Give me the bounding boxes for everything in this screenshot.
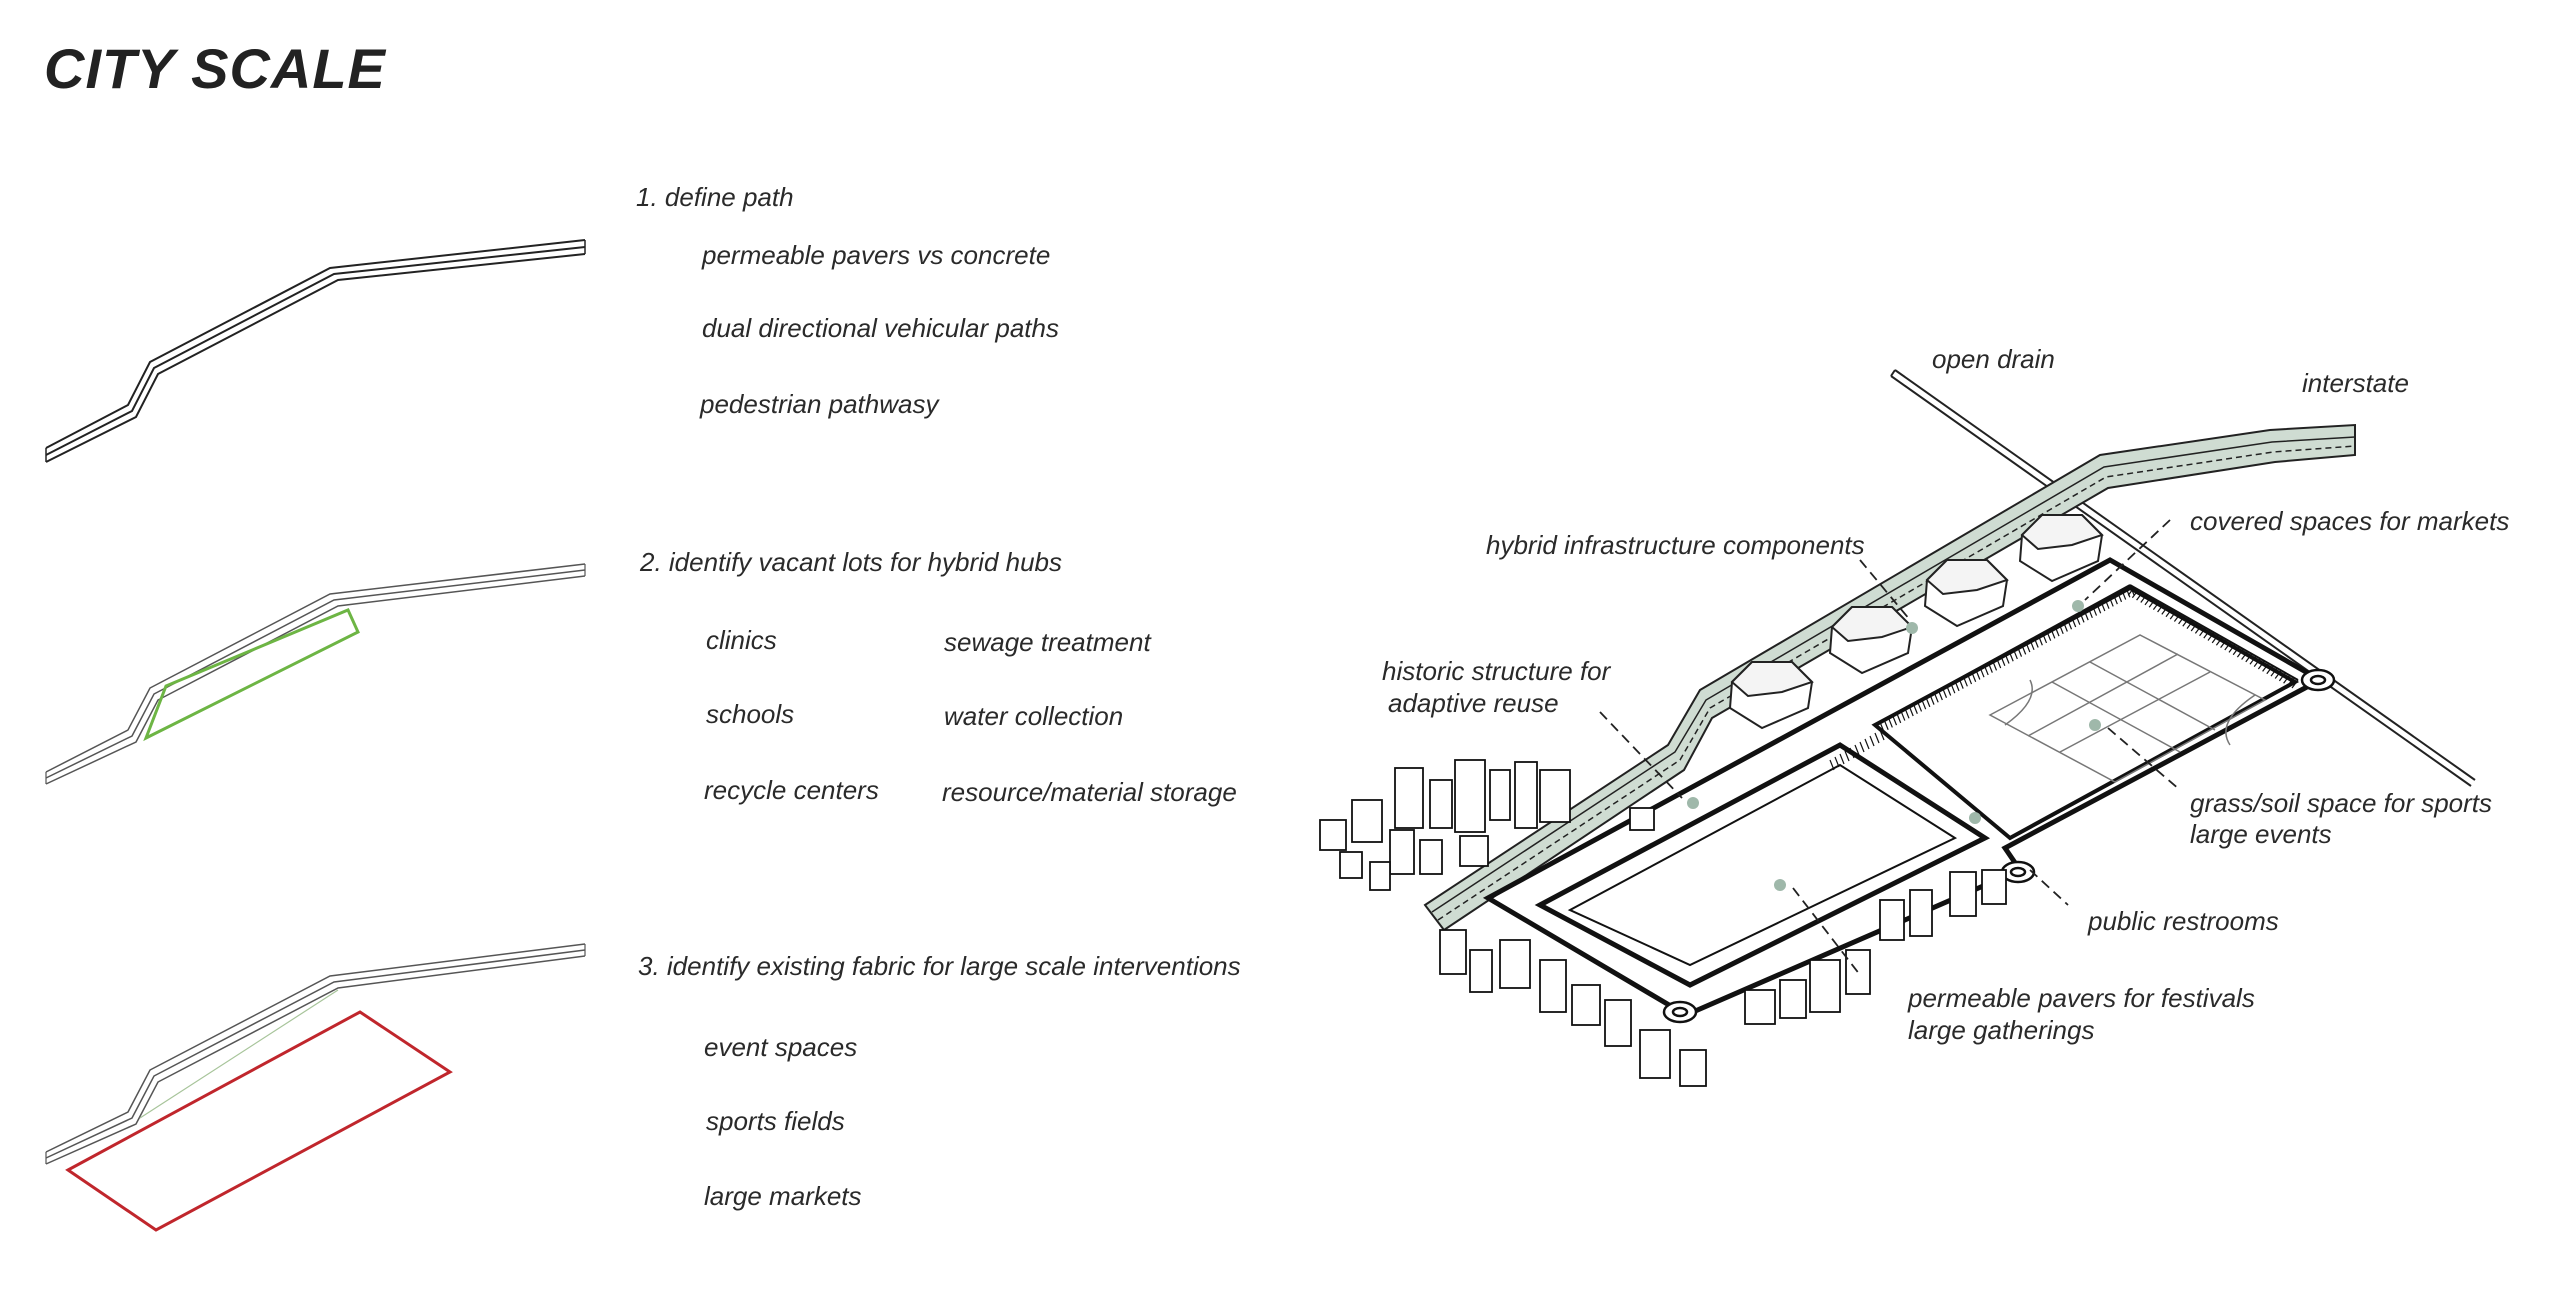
leader-lines <box>1599 519 2181 976</box>
step-2-item-left: schools <box>706 699 795 729</box>
label-interstate: interstate <box>2302 368 2409 398</box>
pavilion <box>1923 559 2009 628</box>
label-open-drain: open drain <box>1932 344 2055 374</box>
sports-field <box>1988 634 2267 783</box>
open-drain <box>1890 369 2476 787</box>
step-2-item-left: clinics <box>706 625 777 655</box>
vacant-lot-outline <box>143 608 360 742</box>
restroom-node <box>2000 860 2036 884</box>
label-historic-1: historic structure for <box>1382 656 1612 686</box>
step-1-item: dual directional vehicular paths <box>702 313 1059 343</box>
label-restrooms: public restrooms <box>2087 906 2279 936</box>
building-cluster-south <box>1439 869 2007 1087</box>
step-2-heading: 2. identify vacant lots for hybrid hubs <box>640 547 1063 577</box>
step-2-item-left: recycle centers <box>704 775 879 805</box>
label-pavers-2: large gatherings <box>1908 1015 2094 1045</box>
building-cluster-west <box>1319 759 1655 891</box>
pavilion <box>1728 661 1814 730</box>
step-2-item-right: sewage treatment <box>944 627 1151 657</box>
restroom-node <box>1662 1000 1698 1024</box>
step-2-item-right: water collection <box>944 701 1124 731</box>
corner-nodes <box>1662 668 2336 1024</box>
step-3-item: event spaces <box>704 1032 858 1062</box>
hub-markers <box>1687 600 2101 891</box>
page-title: CITY SCALE <box>44 37 386 100</box>
step-3-heading: 3. identify existing fabric for large sc… <box>638 951 1241 981</box>
existing-fabric-outline <box>65 1010 453 1232</box>
path-diagram-2 <box>45 563 586 785</box>
label-hybrid-components: hybrid infrastructure components <box>1486 530 1865 560</box>
label-grass-2: large events <box>2190 819 2332 849</box>
pavilion <box>2018 514 2104 583</box>
market-pavilions <box>1728 514 2104 730</box>
step-1-heading: 1. define path <box>636 182 794 212</box>
step-2-item-right: resource/material storage <box>942 777 1237 807</box>
hatch-ticks <box>1829 584 2299 771</box>
label-historic-2: adaptive reuse <box>1388 688 1559 718</box>
step-3-item: large markets <box>704 1181 862 1211</box>
restroom-node <box>2300 668 2336 692</box>
path-diagram-1 <box>45 239 586 463</box>
label-covered-spaces: covered spaces for markets <box>2190 506 2509 536</box>
path-diagram-3 <box>45 943 586 1165</box>
step-1-item: pedestrian pathwasy <box>700 389 939 419</box>
step-3-item: sports fields <box>706 1106 845 1136</box>
step-1-item: permeable pavers vs concrete <box>702 240 1051 270</box>
label-pavers-1: permeable pavers for festivals <box>1907 983 2255 1013</box>
pavilion <box>1828 606 1914 675</box>
label-grass-1: grass/soil space for sports <box>2190 788 2492 818</box>
